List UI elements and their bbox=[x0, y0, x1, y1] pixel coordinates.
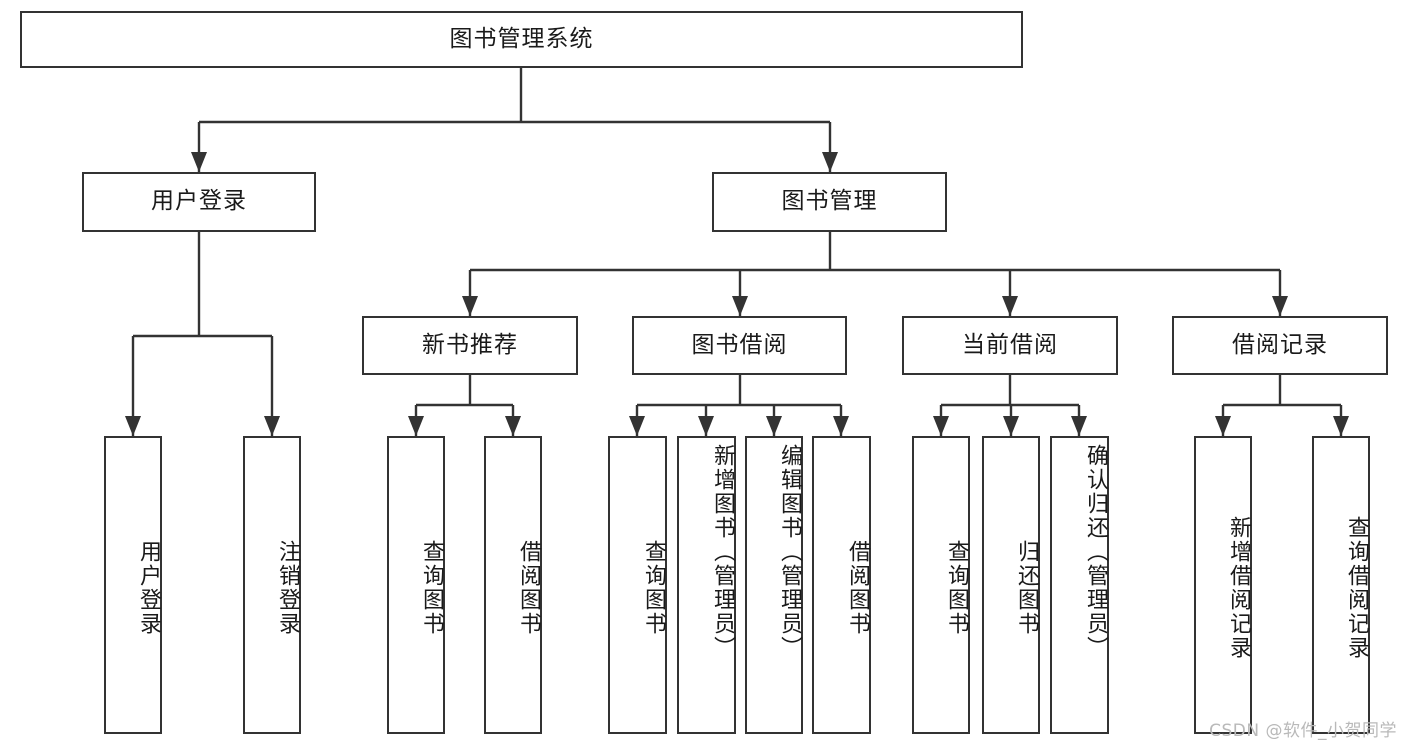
node-new-book-rec[interactable]: 新书推荐 bbox=[362, 316, 578, 375]
node-label: 查询借阅记录 bbox=[1344, 516, 1369, 660]
arrowhead-icon bbox=[933, 416, 949, 436]
node-leaf-borrow-book-2[interactable]: 借阅图书 bbox=[812, 436, 871, 734]
node-label: 查询图书 bbox=[944, 540, 969, 636]
node-label: 注销登录 bbox=[275, 540, 300, 636]
node-label: 新增图书（管理员） bbox=[710, 444, 735, 660]
arrowhead-icon bbox=[822, 152, 838, 172]
node-borrow-record[interactable]: 借阅记录 bbox=[1172, 316, 1388, 375]
arrowhead-icon bbox=[1071, 416, 1087, 436]
node-leaf-user-logout[interactable]: 注销登录 bbox=[243, 436, 301, 734]
node-label: 图书借阅 bbox=[691, 331, 788, 358]
arrowhead-icon bbox=[505, 416, 521, 436]
arrowhead-icon bbox=[766, 416, 782, 436]
node-label: 归还图书 bbox=[1014, 540, 1039, 636]
node-root[interactable]: 图书管理系统 bbox=[20, 11, 1023, 68]
node-book-manage[interactable]: 图书管理 bbox=[712, 172, 947, 232]
node-label: 确认归还（管理员） bbox=[1083, 444, 1108, 660]
node-user-login[interactable]: 用户登录 bbox=[82, 172, 316, 232]
node-leaf-add-record[interactable]: 新增借阅记录 bbox=[1194, 436, 1252, 734]
node-leaf-query-book-2[interactable]: 查询图书 bbox=[608, 436, 667, 734]
arrowhead-icon bbox=[698, 416, 714, 436]
node-label: 图书管理系统 bbox=[449, 25, 594, 52]
arrowhead-icon bbox=[833, 416, 849, 436]
node-leaf-return-book[interactable]: 归还图书 bbox=[982, 436, 1040, 734]
arrowhead-icon bbox=[1215, 416, 1231, 436]
node-leaf-query-book-1[interactable]: 查询图书 bbox=[387, 436, 445, 734]
node-label: 新增借阅记录 bbox=[1226, 516, 1251, 660]
arrowhead-icon bbox=[1002, 296, 1018, 316]
node-leaf-confirm-return[interactable]: 确认归还（管理员） bbox=[1050, 436, 1109, 734]
node-label: 用户登录 bbox=[136, 540, 161, 636]
node-label: 借阅图书 bbox=[516, 540, 541, 636]
arrowhead-icon bbox=[732, 296, 748, 316]
arrowhead-icon bbox=[1003, 416, 1019, 436]
node-current-borrow[interactable]: 当前借阅 bbox=[902, 316, 1118, 375]
arrowhead-icon bbox=[264, 416, 280, 436]
node-label: 借阅记录 bbox=[1232, 331, 1328, 358]
node-label: 图书管理 bbox=[781, 188, 878, 215]
node-label: 查询图书 bbox=[641, 540, 666, 636]
node-leaf-query-record[interactable]: 查询借阅记录 bbox=[1312, 436, 1370, 734]
node-leaf-edit-book[interactable]: 编辑图书（管理员） bbox=[745, 436, 803, 734]
arrowhead-icon bbox=[1333, 416, 1349, 436]
arrowhead-icon bbox=[408, 416, 424, 436]
node-leaf-add-book[interactable]: 新增图书（管理员） bbox=[677, 436, 736, 734]
csdn-watermark: CSDN @软件_小贺同学 bbox=[1209, 721, 1397, 741]
arrowhead-icon bbox=[191, 152, 207, 172]
node-leaf-user-login[interactable]: 用户登录 bbox=[104, 436, 162, 734]
node-label: 当前借阅 bbox=[962, 331, 1058, 358]
node-label: 查询图书 bbox=[419, 540, 444, 636]
node-label: 新书推荐 bbox=[422, 331, 518, 358]
node-label: 用户登录 bbox=[151, 188, 247, 215]
node-label: 编辑图书（管理员） bbox=[777, 444, 802, 660]
node-leaf-borrow-book-1[interactable]: 借阅图书 bbox=[484, 436, 542, 734]
arrowhead-icon bbox=[1272, 296, 1288, 316]
arrowhead-icon bbox=[125, 416, 141, 436]
node-label: 借阅图书 bbox=[845, 540, 870, 636]
arrowhead-icon bbox=[462, 296, 478, 316]
arrowhead-icon bbox=[629, 416, 645, 436]
node-book-borrow[interactable]: 图书借阅 bbox=[632, 316, 847, 375]
node-leaf-query-book-3[interactable]: 查询图书 bbox=[912, 436, 970, 734]
